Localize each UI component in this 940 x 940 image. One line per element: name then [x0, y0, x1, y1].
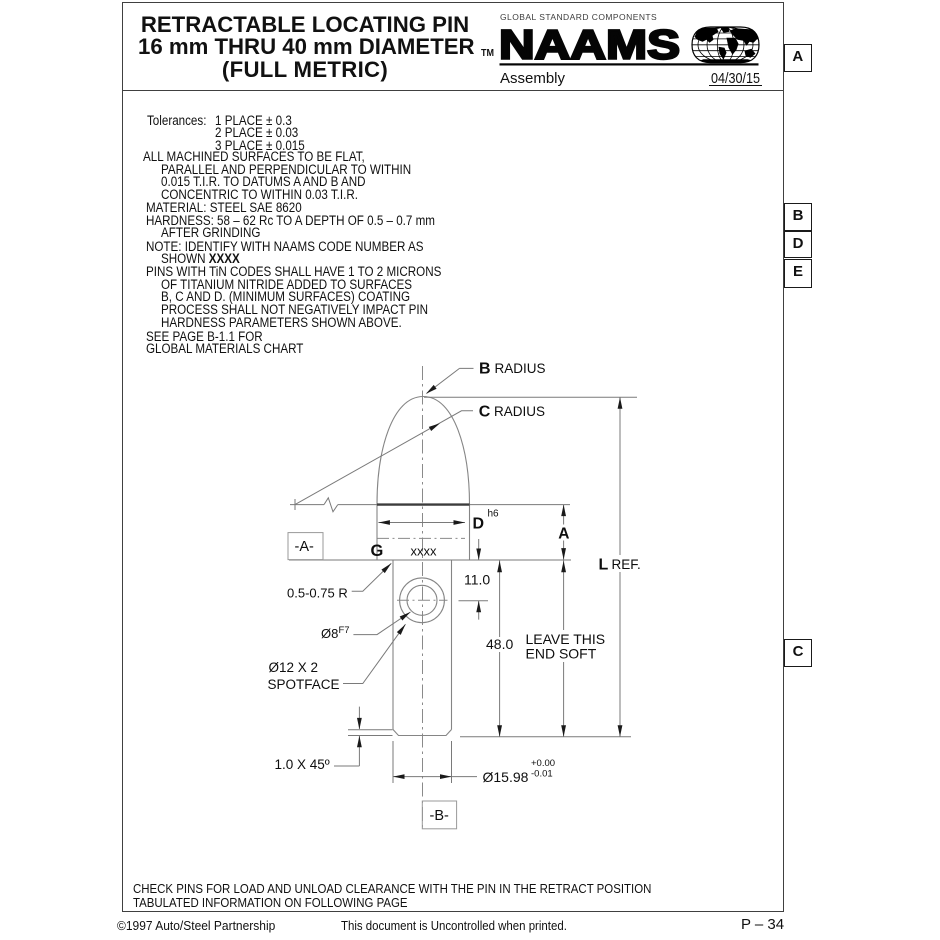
- svg-text:48.0: 48.0: [486, 636, 513, 652]
- svg-text:+0.00: +0.00: [531, 758, 555, 769]
- svg-text:LEAVE THIS: LEAVE THIS: [526, 631, 606, 647]
- svg-text:A: A: [558, 525, 569, 542]
- svg-text:-A-: -A-: [295, 539, 315, 555]
- svg-text:F7: F7: [339, 625, 350, 636]
- svg-text:Ø12 X 2: Ø12 X 2: [269, 660, 319, 675]
- svg-text:C: C: [479, 404, 491, 421]
- svg-text:RADIUS: RADIUS: [494, 404, 545, 419]
- svg-text:NAAMS: NAAMS: [499, 22, 680, 68]
- svg-text:D: D: [473, 515, 485, 532]
- svg-text:REF.: REF.: [612, 557, 641, 572]
- svg-text:xxxx: xxxx: [411, 543, 438, 558]
- svg-text:G: G: [371, 542, 384, 560]
- svg-text:-B-: -B-: [430, 808, 450, 824]
- svg-text:L: L: [599, 557, 609, 574]
- svg-text:0.5-0.75 R: 0.5-0.75 R: [287, 585, 348, 600]
- svg-text:h6: h6: [488, 509, 500, 520]
- svg-text:11.0: 11.0: [464, 571, 490, 587]
- svg-text:1.0 X 45º: 1.0 X 45º: [275, 757, 330, 772]
- svg-text:Ø8: Ø8: [321, 626, 338, 641]
- svg-text:Ø15.98: Ø15.98: [483, 769, 529, 785]
- svg-text:SPOTFACE: SPOTFACE: [268, 677, 340, 692]
- svg-text:B: B: [479, 360, 491, 377]
- svg-text:-0.01: -0.01: [531, 769, 553, 780]
- svg-text:RADIUS: RADIUS: [495, 361, 546, 376]
- svg-text:END SOFT: END SOFT: [526, 646, 597, 662]
